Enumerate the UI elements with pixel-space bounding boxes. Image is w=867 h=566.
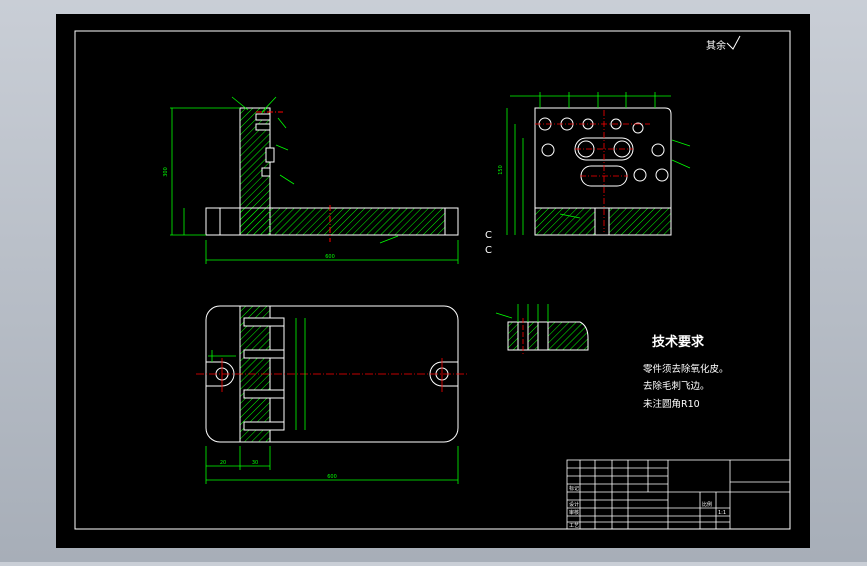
side-view: 150 (498, 92, 691, 236)
top-dim-a: 20 (220, 460, 226, 466)
title-block-row-4: 工艺 (569, 523, 579, 529)
tech-req-item-2: 去除毛刺飞边。 (643, 380, 710, 392)
front-base-section (239, 207, 446, 236)
front-view: 600 300 (163, 96, 459, 264)
top-view: 20 30 600 (196, 305, 468, 484)
tech-req-item-1: 零件须去除氧化皮。 (643, 363, 729, 375)
front-base-outline (205, 207, 459, 236)
side-height-dim: 150 (498, 165, 504, 175)
detail-view (495, 304, 589, 354)
section-label-c1: C (485, 230, 492, 241)
title-block-scale-value: 1:1 (718, 510, 726, 516)
front-height-dim: 300 (163, 167, 169, 177)
section-label-c2: C (485, 245, 492, 256)
side-outline (534, 107, 672, 236)
drawing-sheet (56, 14, 810, 548)
top-width-dim: 600 (327, 474, 337, 480)
front-width-dim: 600 (325, 254, 335, 260)
title-block-row-2: 设计 (569, 501, 579, 508)
tech-req-item-3: 未注圆角R10 (643, 398, 700, 410)
tech-req-title: 技术要求 (652, 334, 705, 350)
title-block-scale-label: 比例 (702, 501, 712, 508)
title-block-row-3: 审核 (569, 509, 579, 516)
tech-requirements: 技术要求 零件须去除氧化皮。 去除毛刺飞边。 未注圆角R10 (643, 334, 729, 410)
drawing-frame (74, 30, 791, 530)
top-dim-b: 30 (252, 460, 258, 466)
roughness-symbol-icon (726, 35, 741, 50)
surface-roughness-note: 其余 (706, 35, 741, 52)
title-block-row-1: 标记 (569, 485, 579, 492)
title-block (566, 459, 791, 530)
surface-note-text: 其余 (706, 39, 726, 52)
